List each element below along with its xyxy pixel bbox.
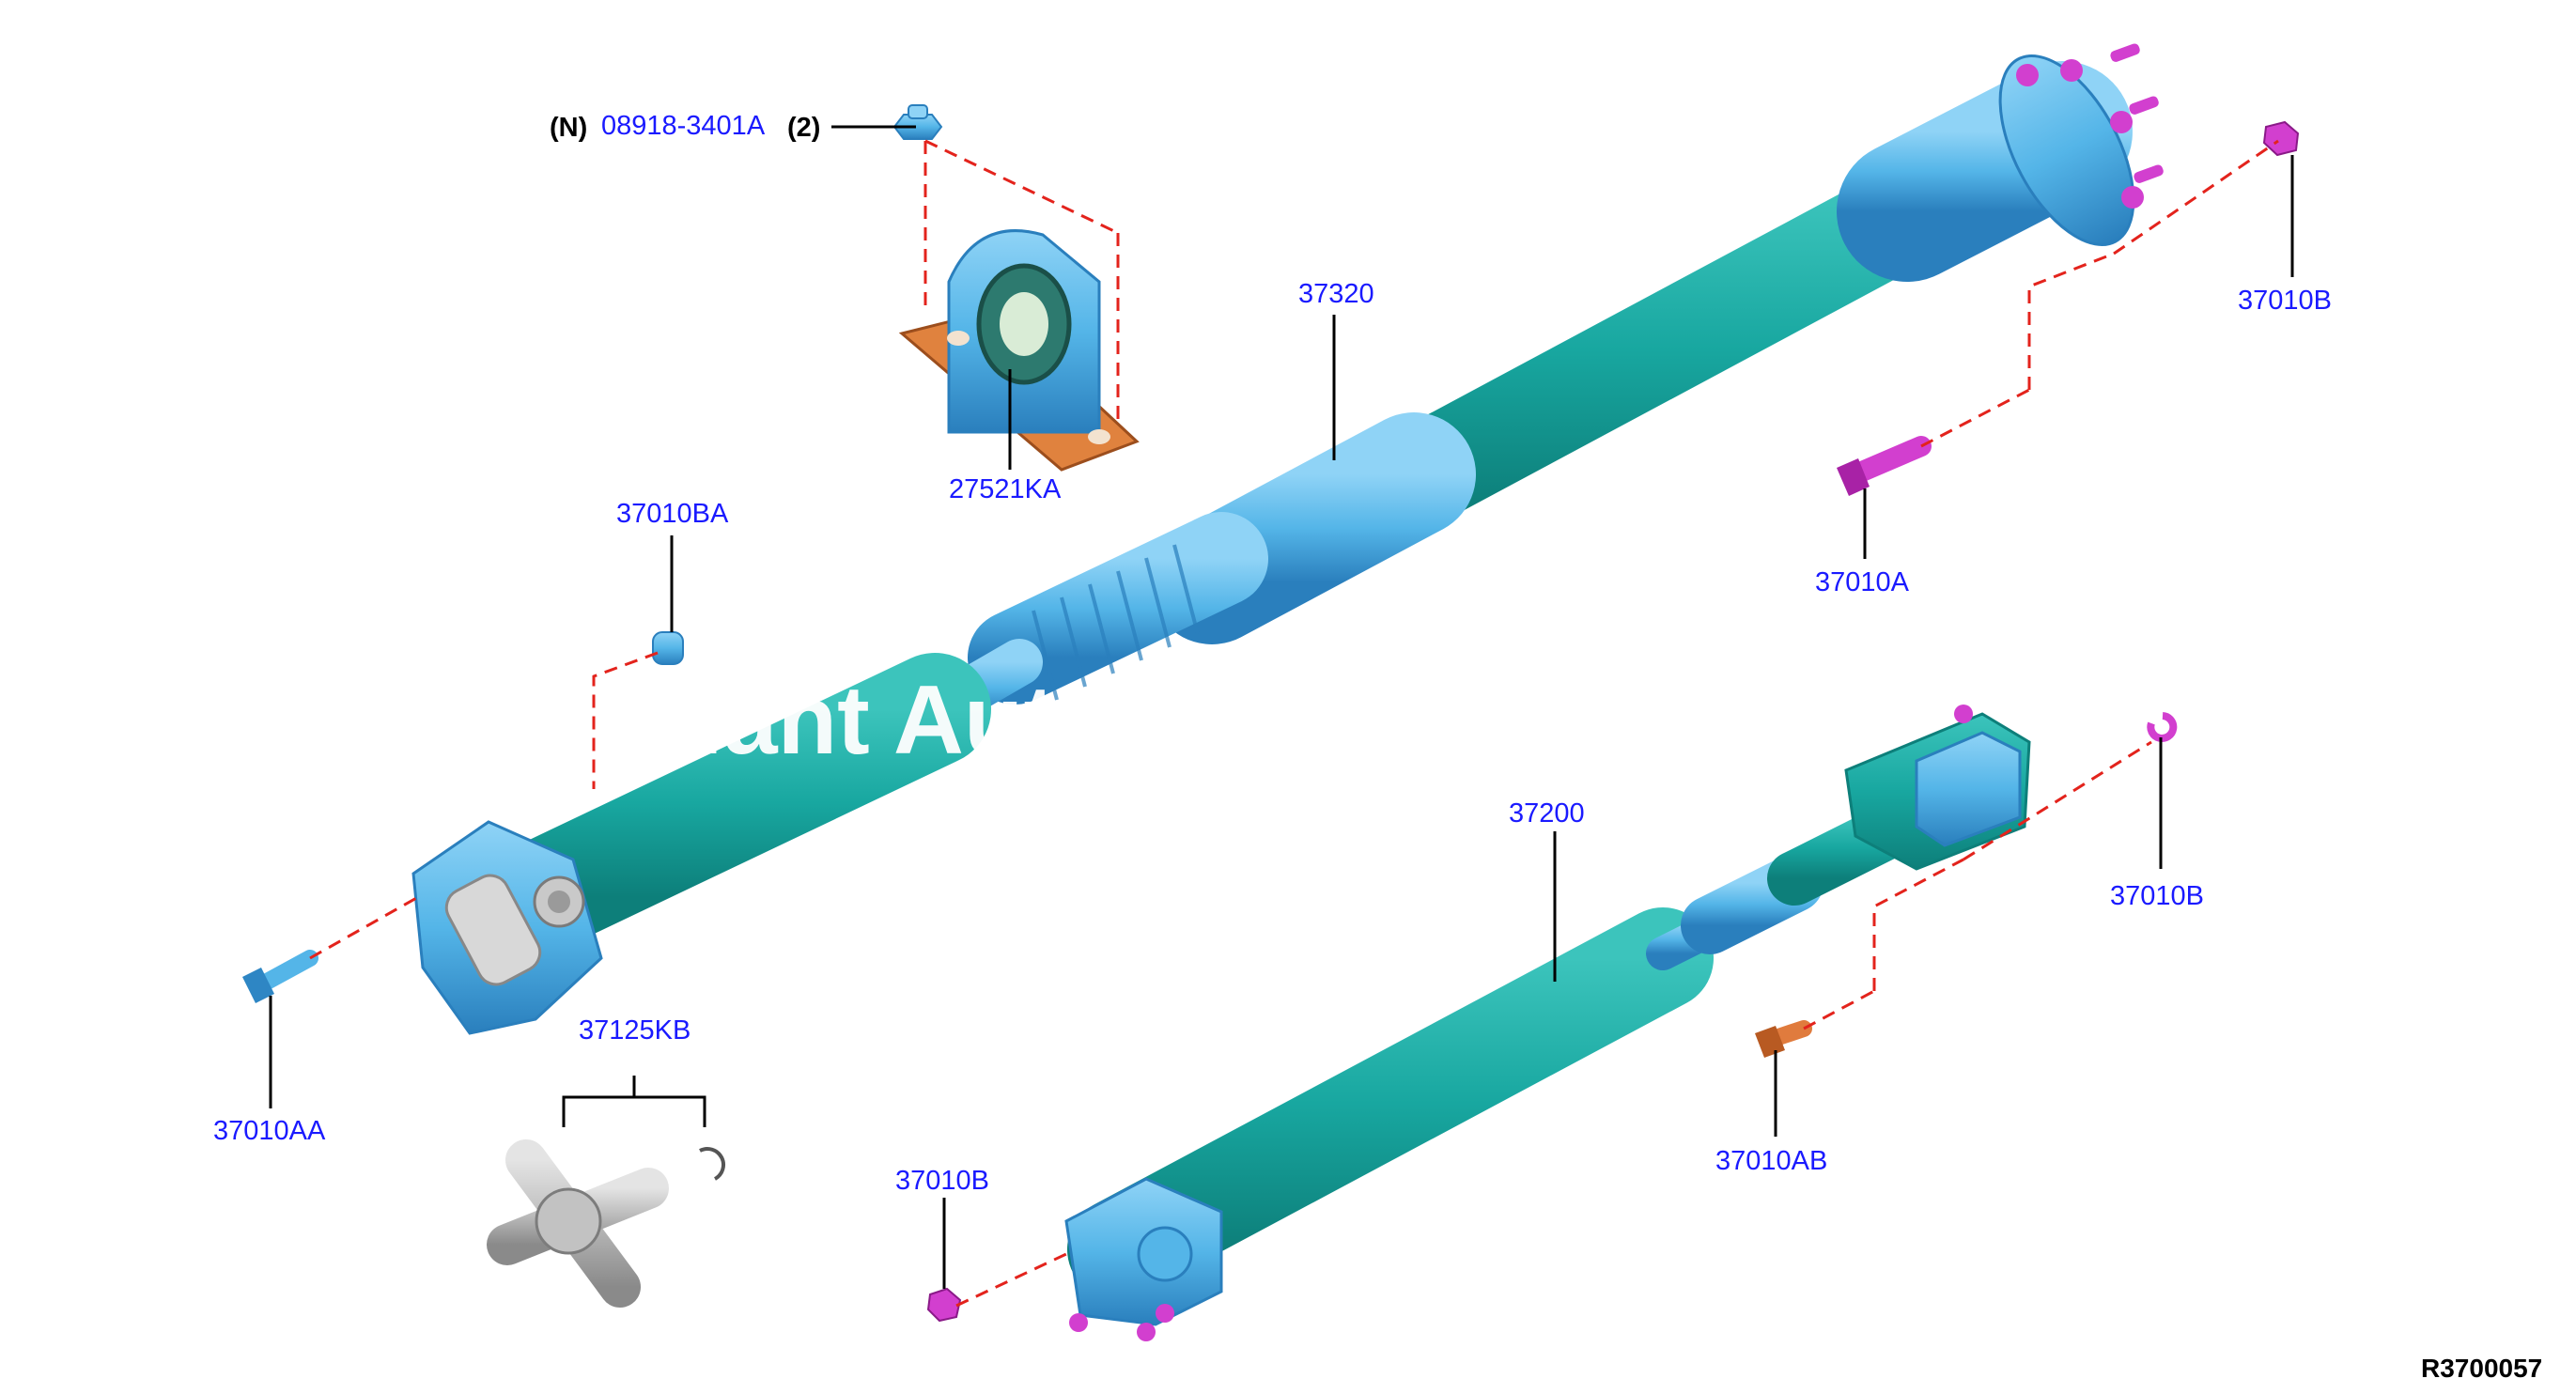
yoke-nut-37010ba[interactable] — [652, 631, 684, 665]
rear-yoke-nuts — [1069, 705, 1973, 1341]
flange-nut-37010b-top[interactable] — [2262, 120, 2300, 157]
label-37010b-rear-right[interactable]: 37010B — [2110, 881, 2204, 911]
rear-bolt-37010ab[interactable] — [1755, 1020, 1812, 1058]
leader-lines — [269, 125, 2294, 1289]
dashed-alignment-lines — [309, 139, 2279, 1308]
new-part-marker: (N) — [550, 113, 588, 143]
nut-08918-3401a[interactable] — [892, 104, 943, 140]
label-37010b-rear-left[interactable]: 37010B — [895, 1166, 989, 1196]
label-37010b-top[interactable]: 37010B — [2238, 286, 2332, 316]
flange-studs — [2016, 43, 2164, 209]
label-37010ba[interactable]: 37010BA — [616, 499, 729, 529]
rear-propeller-shaft[interactable] — [1064, 705, 2031, 1341]
label-37010aa[interactable]: 37010AA — [213, 1116, 326, 1146]
diagram-reference-code: R3700057 — [2421, 1354, 2543, 1383]
quantity-marker: (2) — [787, 113, 821, 143]
front-propeller-shaft[interactable] — [411, 35, 2165, 1035]
watermark: Giant Auto Parts — [620, 666, 1388, 775]
flange-bolt-37010a[interactable] — [1837, 436, 1932, 496]
label-37200[interactable]: 37200 — [1509, 798, 1585, 829]
label-nut-08918-3401a[interactable]: 08918-3401A — [601, 111, 766, 141]
label-37320[interactable]: 37320 — [1298, 279, 1374, 309]
yoke-bolt-37010aa[interactable] — [242, 950, 318, 1003]
label-37010a[interactable]: 37010A — [1815, 567, 1909, 597]
label-27521ka[interactable]: 27521KA — [949, 474, 1062, 504]
ujoint-kit-37125kb[interactable] — [487, 1139, 725, 1308]
label-37125kb[interactable]: 37125KB — [579, 1015, 691, 1046]
rear-nut-37010b-left[interactable] — [926, 1287, 962, 1323]
front-yoke-assembly — [411, 820, 603, 1035]
bellows-ribs — [1032, 544, 1200, 701]
label-37010ab[interactable]: 37010AB — [1715, 1146, 1828, 1176]
center-bearing-bracket[interactable] — [898, 229, 1140, 472]
rear-nut-37010b-right[interactable] — [2147, 712, 2178, 742]
